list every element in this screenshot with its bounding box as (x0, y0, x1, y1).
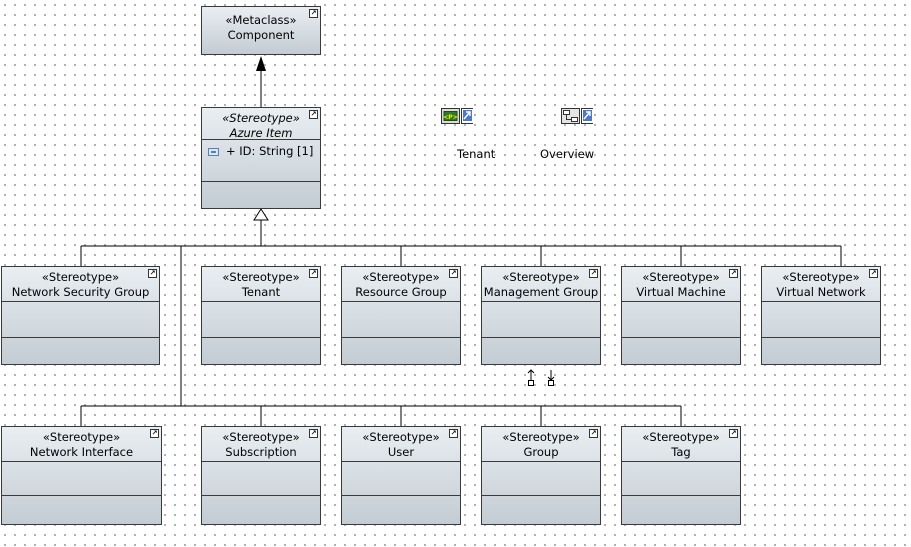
class-name: User (387, 445, 415, 459)
azure-item-box[interactable]: ↗ «Stereotype» Azure Item + ID: String [… (201, 107, 321, 209)
stereotype-label: «Stereotype» (502, 270, 580, 284)
link-icon: ↗ (589, 429, 598, 438)
operations-section (202, 181, 320, 210)
stereotype-label: «Stereotype» (42, 430, 121, 444)
attribute-id[interactable]: + ID: String [1] (226, 144, 314, 158)
metaclass-component-box[interactable]: ↗ «Metaclass» Component (201, 6, 321, 55)
class-name: Resource Group (355, 285, 447, 299)
overview-reference-label[interactable]: Overview (540, 147, 595, 161)
stereotype-network-security-group[interactable]: ↗ «Stereotype» Network Security Group (1, 266, 160, 365)
link-icon: ↗ (309, 429, 318, 438)
stereotype-user[interactable]: ↗ «Stereotype» User (341, 426, 461, 525)
stereotype-subscription[interactable]: ↗ «Stereotype» Subscription (201, 426, 321, 525)
link-icon: ↗ (589, 269, 598, 278)
class-name: Virtual Machine (636, 285, 726, 299)
class-name: Tenant (241, 285, 281, 299)
class-name: Virtual Network (776, 285, 866, 299)
link-icon: ↗ (869, 269, 878, 278)
stereotype-group[interactable]: ↗ «Stereotype» Group (481, 426, 601, 525)
class-name: Subscription (225, 445, 297, 459)
stereotype-tenant[interactable]: ↗ «Stereotype» Tenant (201, 266, 321, 365)
metaclass-stereotype: «Metaclass» (225, 13, 297, 27)
svg-text:<P>: <P> (443, 114, 457, 121)
link-icon: ↗ (729, 269, 738, 278)
stereotype-label: «Stereotype» (642, 430, 720, 444)
stereotype-label: «Stereotype» (782, 270, 860, 284)
stereotype-label: «Stereotype» (502, 430, 580, 444)
stereotype-label: «Stereotype» (362, 430, 440, 444)
class-name: Network Security Group (11, 285, 150, 299)
link-icon: ↗ (449, 269, 458, 278)
stereotype-label: «Stereotype» (222, 270, 300, 284)
stereotype-virtual-machine[interactable]: ↗ «Stereotype» Virtual Machine (621, 266, 741, 365)
stereotype-label: «Stereotype» (222, 111, 300, 125)
link-icon: ↗ (309, 269, 318, 278)
stereotype-label: «Stereotype» (642, 270, 720, 284)
link-icon: ↗ (150, 429, 159, 438)
extension-arrowhead (256, 56, 266, 71)
overview-diagram-icon[interactable] (561, 107, 593, 125)
stereotype-network-interface[interactable]: ↗ «Stereotype» Network Interface (1, 426, 162, 525)
generalization-arrowhead (253, 208, 269, 221)
attribute-icon (208, 147, 219, 156)
tenant-diagram-icon[interactable]: <P> (441, 107, 473, 125)
stereotype-label: «Stereotype» (41, 270, 120, 284)
link-icon: ↗ (148, 269, 157, 278)
class-name: Network Interface (29, 445, 134, 459)
tenant-reference-label[interactable]: Tenant (457, 147, 496, 161)
stereotype-tag[interactable]: ↗ «Stereotype» Tag (621, 426, 741, 525)
attributes-section: + ID: String [1] (202, 139, 320, 182)
link-icon: ↗ (309, 110, 318, 119)
class-name: Management Group (483, 285, 599, 299)
link-icon: ↗ (729, 429, 738, 438)
class-name: Group (523, 445, 559, 459)
metaclass-name: Component (227, 28, 295, 42)
link-icon: ↗ (449, 429, 458, 438)
class-name: Azure Item (229, 126, 293, 140)
stereotype-label: «Stereotype» (222, 430, 300, 444)
stereotype-management-group[interactable]: ↗ «Stereotype» Management Group (481, 266, 601, 365)
stereotype-resource-group[interactable]: ↗ «Stereotype» Resource Group (341, 266, 461, 365)
stereotype-label: «Stereotype» (362, 270, 440, 284)
stereotype-virtual-network[interactable]: ↗ «Stereotype» Virtual Network (761, 266, 881, 365)
class-name: Tag (671, 445, 691, 459)
link-icon: ↗ (309, 9, 318, 18)
